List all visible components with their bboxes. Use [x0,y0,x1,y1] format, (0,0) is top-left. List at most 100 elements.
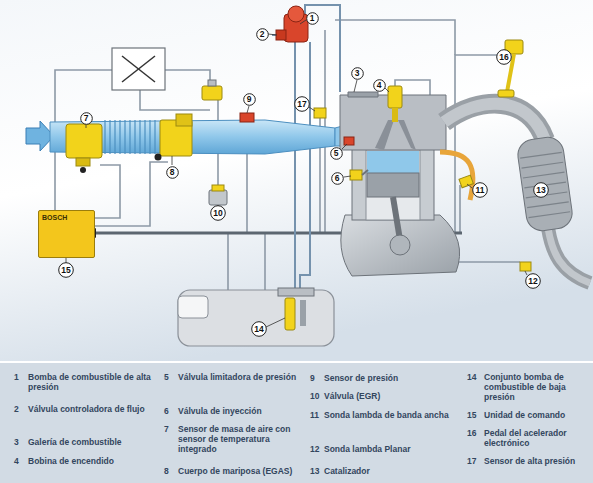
leader-line-part [300,20,306,24]
key-number: 6 [164,406,169,416]
key-description: Catalizador [324,466,459,476]
callout-circle: 6 [331,172,344,185]
key-description: Sonda lambda Planar [324,444,459,454]
control-box [112,48,165,90]
engine-part [393,197,400,240]
control-box-part [122,56,155,82]
callout-number: 3 [351,67,364,80]
callout-number: 11 [472,182,488,198]
wiring-harness-part [95,165,120,218]
background [0,0,593,362]
leader-line-part [467,184,472,188]
key-description: Válvula controladora de flujo [28,404,158,414]
exhaust-system-part [440,152,473,200]
callout-circle: 15 [58,262,74,278]
key-number: 4 [14,456,19,466]
wiring-harness-part [264,233,266,295]
exhaust-system-part [548,228,590,283]
catalytic-converter [516,135,574,233]
callout-circle: 2 [256,28,269,41]
wiring-harness [55,20,520,295]
mass-air-flow-sensor-part [76,158,90,166]
wiring-harness-part [227,233,229,290]
callout-ring [373,79,385,91]
pressure-limiting-valve-part [344,137,354,145]
callout-ring [166,166,178,178]
key-description: Válvula limitadora de presión [178,372,303,382]
callout-number: 5 [330,147,343,160]
control-box-part [112,48,165,90]
key-description: Bomba de combustible de alta presión [28,372,158,392]
air-intake-part-part [104,120,105,154]
legend-rule [0,361,593,363]
callout-number: 13 [533,182,549,198]
callout-ring [330,147,342,159]
pressure-limiting-valve [344,137,354,145]
key-description: Sensor de masa de aire con sensor de tem… [178,424,303,454]
callout-ring [526,274,541,289]
catalytic-converter-part-part [527,202,569,208]
air-intake-part-part [114,120,115,154]
callout-ring [80,112,92,124]
engine-part [367,173,419,197]
leader-line-part [86,125,87,128]
air-intake-part-part [144,120,145,154]
brand-label: BOSCH [42,214,67,222]
exhaust-system-part [444,104,545,140]
callout-ring [243,93,255,105]
wiring-harness-part [140,90,210,110]
throttle-body-part [155,154,162,161]
catalytic-converter-part-part [520,152,562,158]
callout-number: 9 [243,93,256,106]
legend-panel [0,362,593,483]
key-description: Sensor de presión [324,373,459,383]
egr-valve [209,185,227,205]
canister-valve-part [202,86,222,100]
leader-line-part [354,80,357,92]
lambda-sensor-part [520,262,531,271]
key-description: Galería de combustible [28,437,158,447]
key-description: Pedal del acelerador electrónico [484,428,584,448]
high-pressure-pump-part [276,30,286,40]
callout-ring [473,183,488,198]
catalytic-converter-part-part [523,172,565,178]
key-description: Conjunto bomba de combustible de baja pr… [484,372,584,402]
callout-ring [211,206,226,221]
key-description: Válvula (EGR) [324,391,459,401]
air-intake-part-part [109,120,110,154]
callout-circle: 16 [496,49,512,65]
callout-circle: 11 [472,182,488,198]
callout-number: 7 [80,112,93,125]
fuel-tank-part [285,298,295,330]
wiring-harness-part [452,233,520,262]
high-pressure-sensor [314,108,326,118]
air-intake-part-part [134,120,135,154]
engine-part [367,151,419,173]
leader-line-part [344,176,351,177]
control-unit-box: BOSCH [38,210,95,258]
key-number: 2 [14,404,19,414]
callout-circle: 3 [351,67,364,80]
throttle-body [155,114,193,161]
key-number: 11 [310,410,319,420]
mass-air-flow-sensor-part [80,167,86,173]
key-description: Sonda lambda de banda ancha [324,410,459,420]
fuel-tank-part [300,300,306,326]
fuel-lines-part [305,5,340,92]
catalytic-converter-part [520,152,570,217]
accelerator-pedal-part [498,90,514,97]
callout-ring [331,172,343,184]
callout-number: 4 [373,79,386,92]
exhaust-system [440,104,590,283]
wiring-harness-part [459,185,461,233]
callout-circle: 4 [373,79,386,92]
egr-valve-part [212,185,224,191]
engine-part [398,120,416,150]
callout-circle: 5 [330,147,343,160]
engine-part [348,92,378,97]
callout-circle: 12 [525,273,541,289]
callout-ring [351,67,363,79]
ignition-coil [388,86,402,122]
fuel-tank-part [178,296,208,318]
